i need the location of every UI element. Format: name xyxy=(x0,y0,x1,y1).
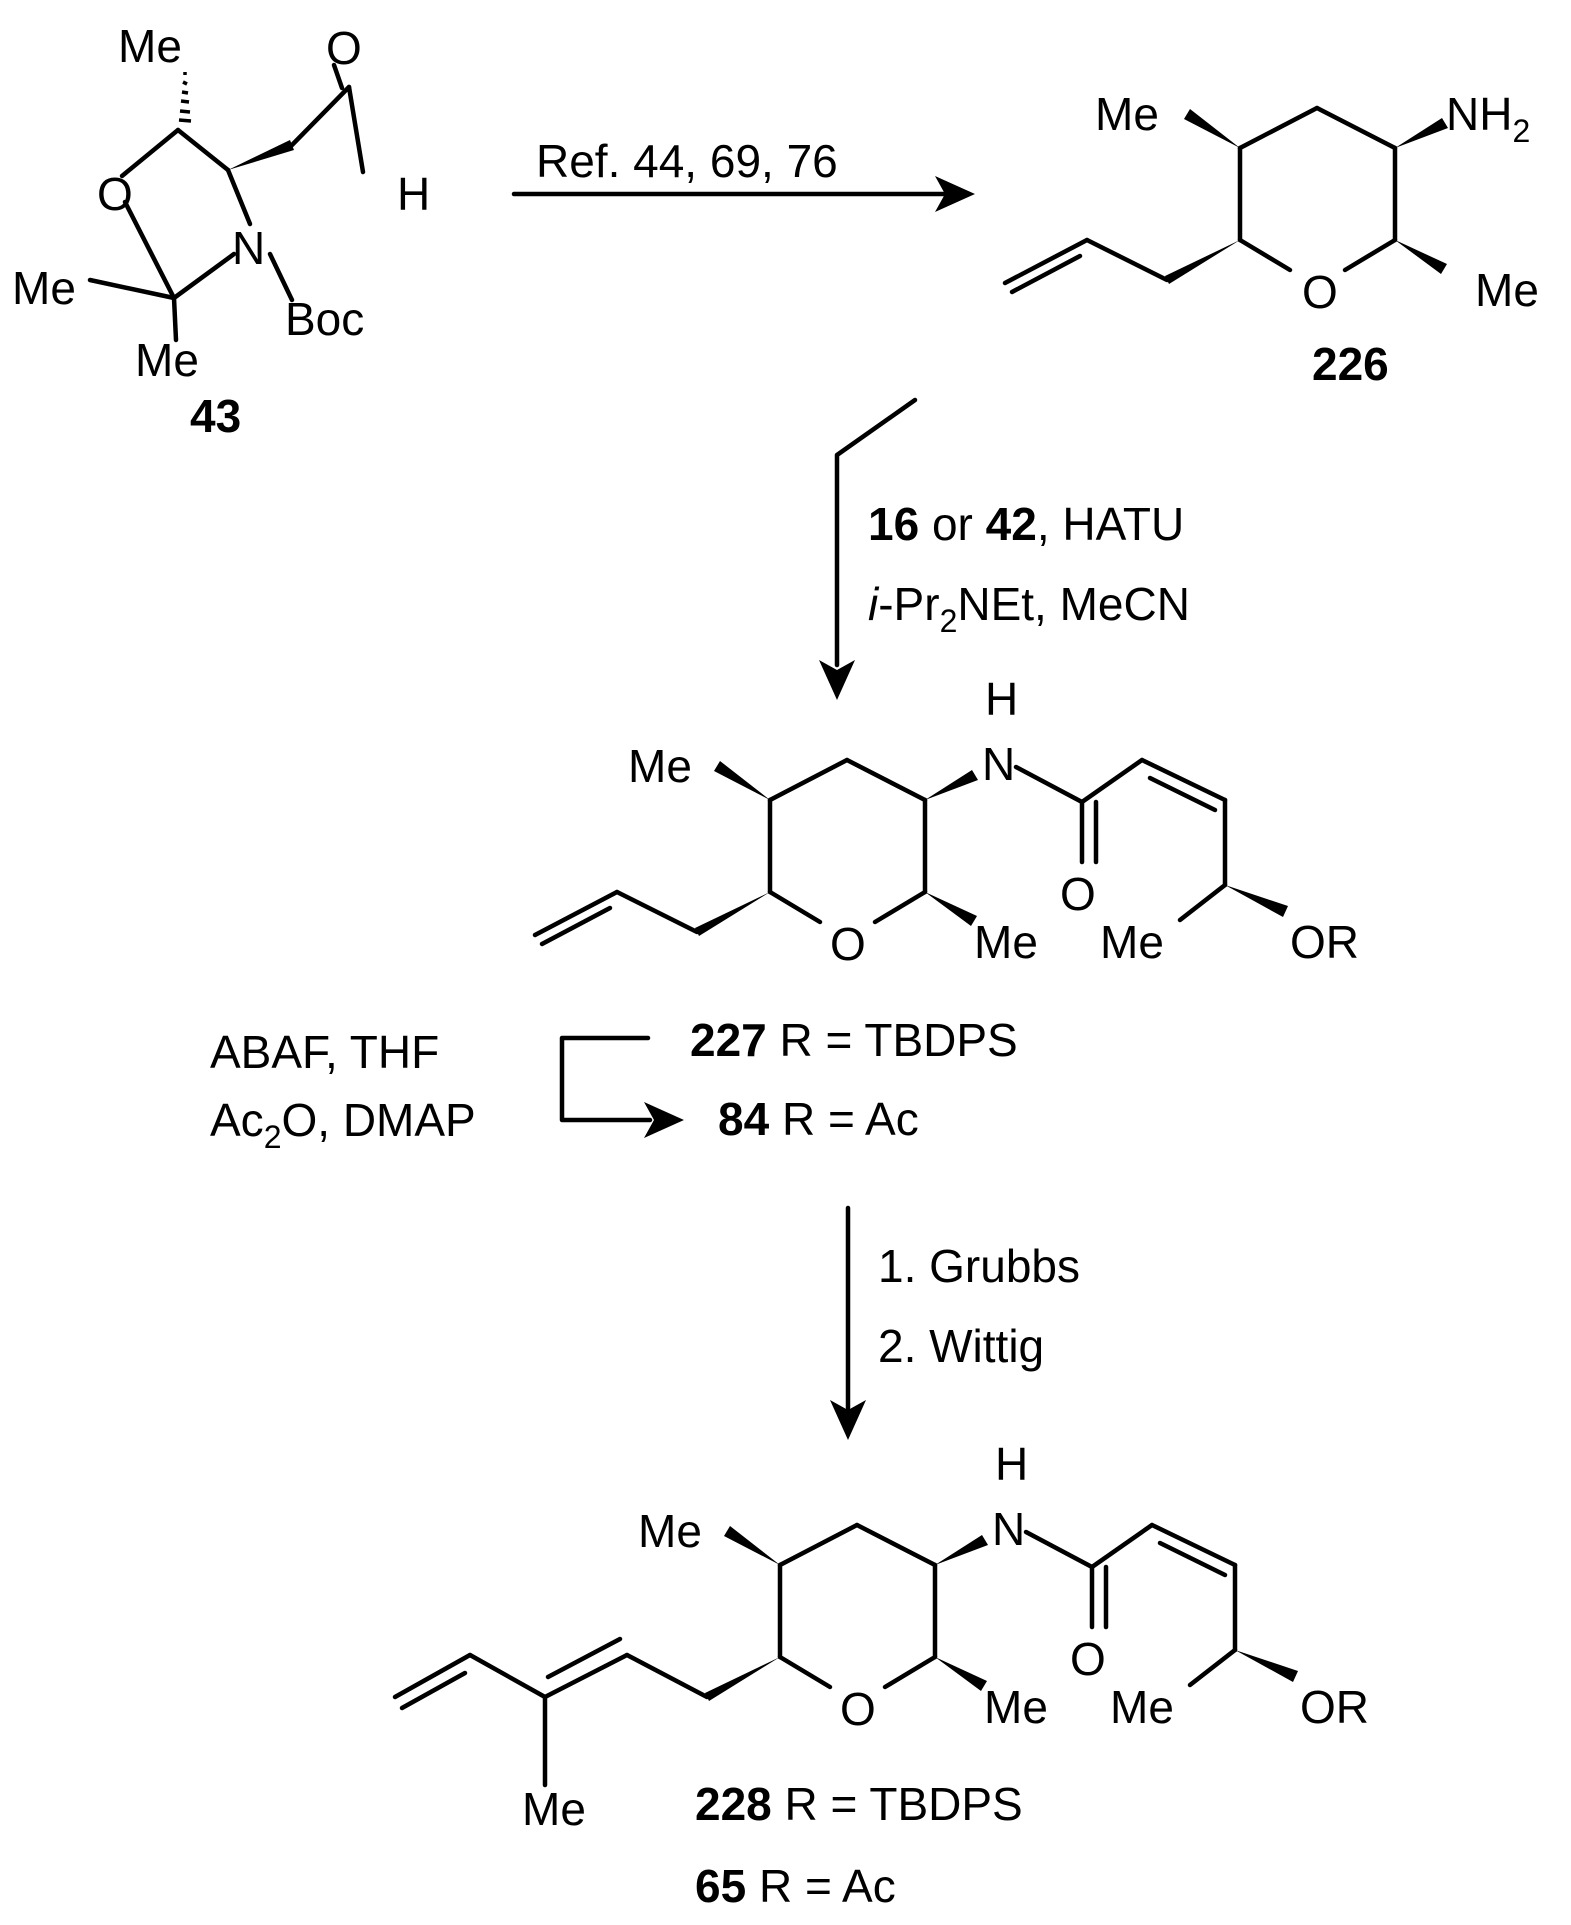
wedge-bond xyxy=(1184,109,1240,148)
wedge-bond xyxy=(1165,240,1240,284)
compound-43: Me O O H N Me Boc Me 43 xyxy=(12,20,430,442)
compound-label-65: 65 R = Ac xyxy=(695,1860,896,1912)
atom-label-nh2: NH2 xyxy=(1446,88,1530,149)
wedge-bond xyxy=(1395,240,1447,274)
compound-label-226: 226 xyxy=(1312,338,1389,390)
compound-label-43: 43 xyxy=(190,390,241,442)
atom-label-or: OR xyxy=(1290,916,1359,968)
atom-label-h: H xyxy=(397,168,430,220)
atom-label-me: Me xyxy=(12,262,76,314)
atom-label-h: H xyxy=(995,1438,1028,1490)
atom-label-me: Me xyxy=(135,334,199,386)
atom-label-o: O xyxy=(830,918,866,970)
condition-step-2-line-2: i-Pr2NEt, MeCN xyxy=(868,578,1190,639)
atom-label-me: Me xyxy=(522,1783,586,1835)
atom-label-me: Me xyxy=(1100,916,1164,968)
atom-label-boc: Boc xyxy=(285,293,364,345)
atom-label-me: Me xyxy=(984,1681,1048,1733)
atom-label-o: O xyxy=(840,1683,876,1735)
compound-228: H N Me O O Me Me OR Me 228 R = TBDPS 65 … xyxy=(392,1438,1369,1912)
atom-label-me: Me xyxy=(974,916,1038,968)
condition-step-2-line-1: 16 or 42, HATU xyxy=(868,498,1184,550)
condition-step-4-line-2: 2. Wittig xyxy=(878,1320,1044,1372)
wedge-bond xyxy=(925,770,978,800)
wedge-bond xyxy=(714,761,770,800)
wedge-bond xyxy=(228,140,294,170)
reaction-arrow-1: Ref. 44, 69, 76 xyxy=(511,135,975,212)
wedge-bond xyxy=(724,1526,780,1565)
atom-label-o: O xyxy=(1070,1633,1106,1685)
reaction-arrow-4: 1. Grubbs 2. Wittig xyxy=(830,1205,1080,1440)
atom-label-o: O xyxy=(1060,868,1096,920)
atom-label-me: Me xyxy=(638,1505,702,1557)
atom-label-n: N xyxy=(992,1503,1025,1555)
condition-step-4-line-1: 1. Grubbs xyxy=(878,1240,1080,1292)
wedge-bond xyxy=(935,1535,988,1565)
condition-step-3-line-1: ABAF, THF xyxy=(210,1026,439,1078)
compound-label-84: 84 R = Ac xyxy=(718,1093,919,1145)
atom-label-o: O xyxy=(1302,266,1338,318)
atom-label-me: Me xyxy=(118,20,182,72)
wedge-bond xyxy=(705,1657,780,1701)
compound-label-228: 228 R = TBDPS xyxy=(695,1778,1023,1830)
wedge-bond xyxy=(695,892,770,936)
atom-label-or: OR xyxy=(1300,1681,1369,1733)
atom-label-o: O xyxy=(326,22,362,74)
atom-label-me: Me xyxy=(1475,264,1539,316)
atom-label-me: Me xyxy=(628,740,692,792)
hash-bond xyxy=(178,72,192,123)
compound-227: H N Me O O Me Me OR 227 R = TBDPS 84 R =… xyxy=(532,673,1359,1145)
atom-label-h: H xyxy=(985,673,1018,725)
atom-label-n: N xyxy=(982,738,1015,790)
atom-label-me: Me xyxy=(1110,1681,1174,1733)
wedge-bond xyxy=(1395,118,1448,148)
atom-label-n: N xyxy=(232,222,265,274)
wedge-bond xyxy=(1225,885,1288,917)
wedge-bond xyxy=(935,1657,987,1691)
compound-label-227: 227 R = TBDPS xyxy=(690,1014,1018,1066)
compound-226: Me NH2 O Me 226 xyxy=(1002,88,1539,390)
wedge-bond xyxy=(1235,1650,1298,1682)
atom-label-me: Me xyxy=(1095,88,1159,140)
condition-step-1: Ref. 44, 69, 76 xyxy=(536,135,838,187)
condition-step-3-line-2: Ac2O, DMAP xyxy=(210,1094,476,1155)
wedge-bond xyxy=(925,892,977,926)
reaction-arrow-3: ABAF, THF Ac2O, DMAP xyxy=(210,1026,684,1155)
reaction-arrow-2: 16 or 42, HATU i-Pr2NEt, MeCN xyxy=(819,397,1190,700)
atom-label-o: O xyxy=(97,168,133,220)
